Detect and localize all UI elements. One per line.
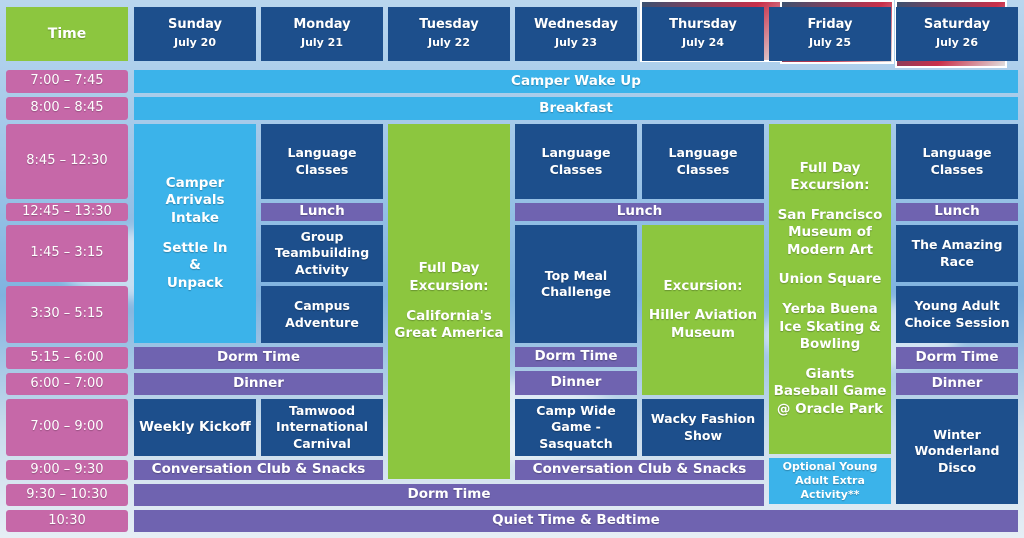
time-slot: 6:00 – 7:00	[6, 373, 128, 395]
event-camp-wide-game: Camp Wide Game - Sasquatch	[515, 399, 637, 456]
day-name: Monday	[293, 17, 351, 33]
event-line: Hiller Aviation Museum	[648, 307, 758, 341]
event-dorm-time-wed: Dorm Time	[515, 347, 637, 367]
time-slot: 9:00 – 9:30	[6, 460, 128, 480]
event-dorm-time-sun-mon: Dorm Time	[134, 347, 383, 369]
event-lunch-wed-thu: Lunch	[515, 203, 764, 221]
event-language-classes-mon: Language Classes	[261, 124, 383, 199]
event-line: &	[189, 257, 201, 274]
time-slot: 1:45 – 3:15	[6, 225, 128, 282]
event-line: San Francisco Museum of Modern Art	[777, 206, 883, 258]
event-tamwood-carnival: Tamwood International Carnival	[261, 399, 383, 456]
event-line: Unpack	[166, 274, 224, 291]
event-camper-wake-up: Camper Wake Up	[134, 70, 1018, 93]
day-date: July 22	[427, 36, 470, 50]
event-line: California's Great America	[394, 307, 504, 342]
event-dorm-time-sat: Dorm Time	[896, 347, 1018, 369]
day-name: Thursday	[669, 17, 737, 33]
event-line: Giants Baseball Game @ Oracle Park	[773, 365, 887, 417]
event-teambuilding: Group Teambuilding Activity	[261, 225, 383, 282]
event-great-america-excursion: Full Day Excursion: California's Great A…	[388, 124, 510, 479]
event-dinner-wed: Dinner	[515, 371, 637, 395]
time-column-header: Time	[6, 7, 128, 61]
event-san-francisco-excursion: Full Day Excursion: San Francisco Museum…	[769, 124, 891, 454]
day-name: Saturday	[923, 17, 991, 33]
event-camper-arrivals: Camper Arrivals Intake Settle In & Unpac…	[134, 124, 256, 343]
event-conversation-club-sun-mon: Conversation Club & Snacks	[134, 460, 383, 480]
event-breakfast: Breakfast	[134, 97, 1018, 120]
day-date: July 24	[681, 36, 724, 50]
time-slot: 9:30 – 10:30	[6, 484, 128, 506]
day-date: July 20	[173, 36, 216, 50]
event-line: Camper Arrivals	[165, 174, 225, 209]
time-slot: 8:45 – 12:30	[6, 124, 128, 199]
time-slot: 7:00 – 9:00	[6, 399, 128, 456]
event-campus-adventure: Campus Adventure	[261, 286, 383, 343]
event-line: Yerba Buena Ice Skating & Bowling	[779, 301, 881, 353]
time-slot: 8:00 – 8:45	[6, 97, 128, 120]
event-dinner-sat: Dinner	[896, 373, 1018, 395]
event-dorm-time-late: Dorm Time	[134, 484, 764, 506]
event-line: Excursion:	[663, 277, 743, 294]
event-line: Full Day Excursion:	[409, 260, 489, 294]
event-language-classes-thu: Language Classes	[642, 124, 764, 199]
event-language-classes-sat: Language Classes	[896, 124, 1018, 199]
event-top-meal-challenge: Top Meal Challenge	[515, 225, 637, 343]
event-lunch-mon: Lunch	[261, 203, 383, 221]
event-hiller-aviation: Excursion: Hiller Aviation Museum	[642, 225, 764, 395]
event-optional-young-adult: Optional Young Adult Extra Activity**	[769, 458, 891, 504]
event-quiet-time-bedtime: Quiet Time & Bedtime	[134, 510, 1018, 532]
day-date: July 26	[935, 36, 978, 50]
day-name: Sunday	[167, 17, 223, 33]
time-slot: 10:30	[6, 510, 128, 532]
day-date: July 21	[300, 36, 343, 50]
event-young-adult-choice: Young Adult Choice Session	[896, 286, 1018, 343]
time-slot: 12:45 – 13:30	[6, 203, 128, 221]
event-lunch-sat: Lunch	[896, 203, 1018, 221]
time-slot: 5:15 – 6:00	[6, 347, 128, 369]
event-dinner-sun-mon: Dinner	[134, 373, 383, 395]
event-line: Settle In	[162, 239, 228, 256]
event-line: Union Square	[778, 271, 882, 288]
event-language-classes-wed: Language Classes	[515, 124, 637, 199]
event-conversation-club-wed-thu: Conversation Club & Snacks	[515, 460, 764, 480]
day-name: Wednesday	[534, 17, 618, 33]
event-weekly-kickoff: Weekly Kickoff	[134, 399, 256, 456]
event-line: Full Day Excursion:	[790, 159, 870, 194]
time-slot: 3:30 – 5:15	[6, 286, 128, 343]
event-wacky-fashion-show: Wacky Fashion Show	[642, 399, 764, 456]
event-amazing-race: The Amazing Race	[896, 225, 1018, 282]
event-line: Intake	[171, 209, 219, 226]
day-date: July 23	[554, 36, 597, 50]
day-date: July 25	[808, 36, 851, 50]
event-winter-wonderland-disco: Winter Wonderland Disco	[896, 399, 1018, 504]
day-name: Tuesday	[419, 17, 479, 33]
time-slot: 7:00 – 7:45	[6, 70, 128, 93]
day-name: Friday	[807, 17, 853, 33]
